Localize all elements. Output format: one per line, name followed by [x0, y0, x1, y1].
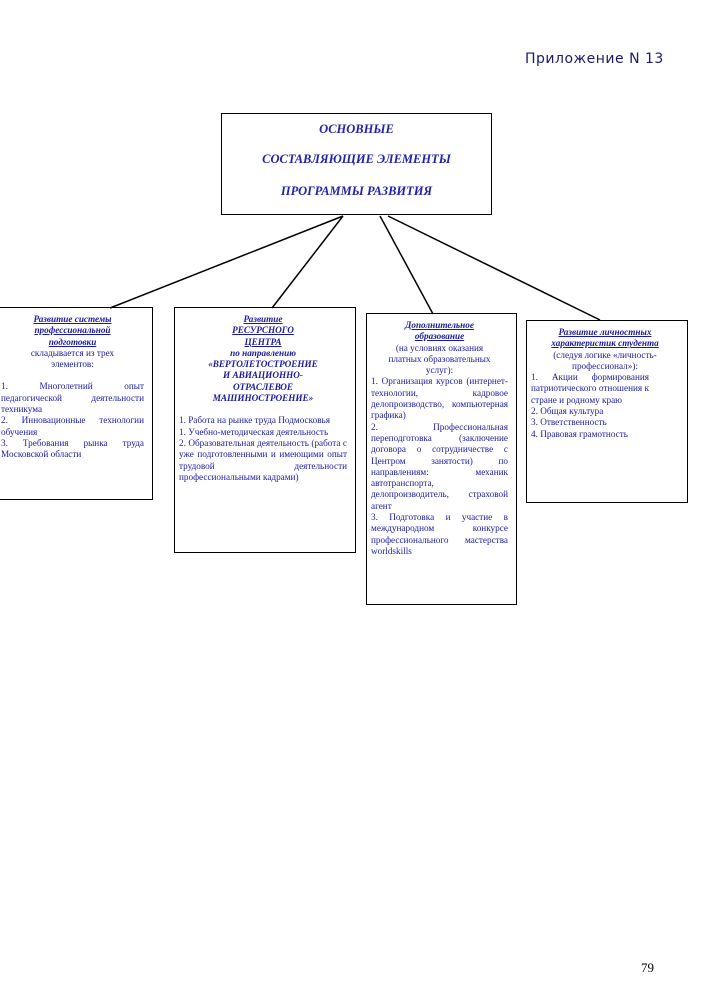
box4-item-4: 4. Правовая грамотность [531, 428, 628, 439]
box2-heading-4: по направлению [230, 347, 296, 358]
box4-subheading-1: (следуя логике «личность- [553, 349, 657, 360]
box-training-system: Развитие системы профессиональной подгот… [0, 307, 153, 500]
main-title-line-3: ПРОГРАММЫ РАЗВИТИЯ [280, 184, 433, 198]
box2-heading-5: «ВЕРТОЛЕТОСТРОЕНИЕ [208, 359, 318, 370]
main-title-line-2: СОСТАВЛЯЮЩИЕ ЭЛЕМЕНТЫ [262, 152, 451, 166]
appendix-label: Приложение N 13 [525, 51, 664, 67]
box2-item-1: 1. Работа на рынке труда Подмосковья [179, 415, 330, 426]
box3-item-2: 2. Профессиональная переподготовка (закл… [371, 421, 508, 511]
box3-item-3: 3. Подготовка и участие в международном … [371, 512, 508, 556]
box2-item-2: 1. Учебно-методическая деятельность [179, 426, 329, 437]
box1-heading-1: Развитие системы [33, 314, 112, 324]
main-title-line-1: ОСНОВНЫЕ [319, 122, 394, 136]
box1-heading-3: подготовки [48, 336, 97, 347]
box2-heading-2: РЕСУРСНОГО [232, 325, 294, 336]
page-number: 79 [641, 960, 654, 975]
box4-item-3: 3. Ответственность [531, 417, 607, 428]
box3-heading-2: образование [414, 331, 465, 342]
box4-item-1: 1. Акции формирования патриотического от… [531, 372, 649, 405]
box-personal-characteristics: Развитие личностных характеристик студен… [526, 320, 688, 503]
box2-item-3: 2. Образовательная деятельность (работа … [179, 437, 347, 482]
box-resource-center: Развитие РЕСУРСНОГО ЦЕНТРА по направлени… [174, 307, 356, 553]
box1-item-3: 3. Требования рынка труда Московской обл… [1, 437, 144, 460]
box3-subheading-2: платных образовательных [388, 353, 491, 364]
box2-heading-3: ЦЕНТРА [244, 336, 282, 347]
connector-line-2 [271, 215, 344, 309]
box2-heading-7: ОТРАСЛЕВОЕ [232, 381, 294, 392]
connector-line-4 [387, 215, 601, 321]
box1-item-1: 1. Многолетний опыт педагогической деяте… [1, 381, 144, 415]
connector-line-3 [379, 215, 434, 315]
box1-heading-2: профессиональной [34, 325, 111, 336]
box2-heading-6: И АВИАЦИОННО- [223, 370, 303, 381]
box4-item-2: 2. Общая культура [531, 406, 604, 417]
box2-heading-1: Развитие [243, 314, 283, 324]
box3-item-1: 1. Организация курсов (интернет-технолог… [371, 376, 508, 421]
box4-subheading-2: профессионал»): [572, 360, 638, 371]
box1-subheading-2: элементов: [51, 359, 94, 370]
box1-item-2: 2. Инновационные технологии обучения [1, 415, 144, 437]
box3-subheading-3: услуг): [425, 365, 454, 376]
box3-subheading-1: (на условиях оказания [395, 342, 484, 353]
box1-subheading-1: складывается из трех [30, 347, 115, 358]
box3-heading-1: Дополнительное [405, 320, 474, 330]
box-additional-education: Дополнительное образование (на условиях … [366, 313, 517, 605]
box2-heading-8: МАШИНОСТРОЕНИЕ» [212, 393, 314, 404]
box4-heading-2: характеристик студента [551, 338, 659, 349]
box4-heading-1: Развитие личностных [558, 327, 652, 337]
main-title-box: ОСНОВНЫЕ СОСТАВЛЯЮЩИЕ ЭЛЕМЕНТЫ ПРОГРАММЫ… [221, 113, 492, 215]
connector-line-1 [109, 215, 344, 309]
